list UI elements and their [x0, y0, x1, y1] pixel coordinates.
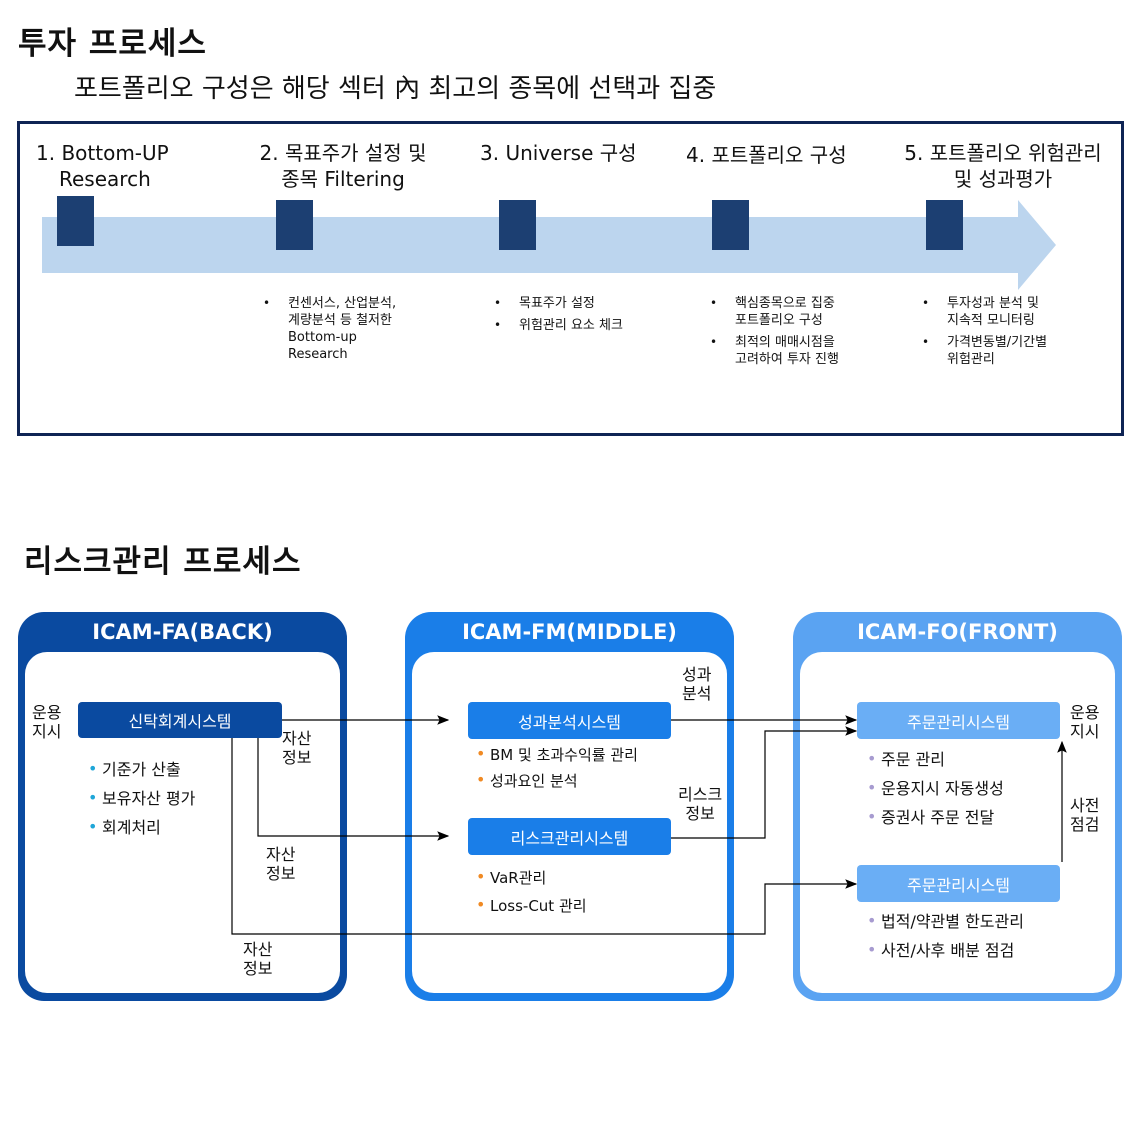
back-panel-title: ICAM-FA(BACK) — [92, 620, 273, 644]
risk-management-system: 리스크관리시스템 — [468, 818, 671, 855]
check-item: 법적/약관별 한도관리 — [867, 906, 1024, 936]
risk-items: VaR관리 Loss-Cut 관리 — [476, 863, 587, 920]
step-4-title: 4. 포트폴리오 구성 — [686, 143, 847, 167]
step-5-marker — [926, 200, 963, 250]
back-items: 기준가 산출 보유자산 평가 회계처리 — [88, 754, 195, 842]
order-items: 주문 관리 운용지시 자동생성 증권사 주문 전달 — [867, 744, 1004, 832]
risk-item: Loss-Cut 관리 — [476, 891, 587, 920]
check-item: 사전/사후 배분 점검 — [867, 935, 1024, 965]
invest-frame — [17, 121, 1124, 436]
step-3-bullet: 목표주가 설정 — [494, 295, 623, 312]
perf-analysis-system: 성과분석시스템 — [468, 702, 671, 739]
risk-item: VaR관리 — [476, 863, 587, 892]
step-5-bullet: 가격변동별/기간별 위험관리 — [922, 334, 1047, 368]
step-1-marker — [57, 196, 94, 246]
invest-subtitle: 포트폴리오 구성은 해당 섹터 內 최고의 종목에 선택과 집중 — [74, 74, 717, 104]
trust-accounting-system: 신탁회계시스템 — [78, 702, 282, 738]
risk-info-label: 리스크 정보 — [678, 785, 723, 823]
asset-info-label-2: 자산 정보 — [266, 845, 296, 883]
order-item: 증권사 주문 전달 — [867, 802, 1004, 832]
perf-analysis-label: 성과 분석 — [682, 665, 712, 703]
step-4-bullet: 핵심종목으로 집중 포트폴리오 구성 — [710, 295, 839, 329]
back-item: 회계처리 — [88, 812, 195, 842]
order-item: 주문 관리 — [867, 744, 1004, 774]
invest-title: 투자 프로세스 — [18, 26, 207, 62]
risk-title: 리스크관리 프로세스 — [24, 544, 302, 580]
step-5-bullets: 투자성과 분석 및 지속적 모니터링 가격변동별/기간별 위험관리 — [922, 295, 1047, 373]
step-1-title: 1. Bottom-UP Research — [36, 141, 169, 191]
perf-items: BM 및 초과수익률 관리 성과요인 분석 — [476, 741, 638, 794]
step-3-bullets: 목표주가 설정 위험관리 요소 체크 — [494, 295, 623, 339]
step-3-title: 3. Universe 구성 — [480, 141, 637, 165]
perf-item: BM 및 초과수익률 관리 — [476, 741, 638, 768]
back-item: 기준가 산출 — [88, 754, 195, 784]
asset-info-label-3: 자산 정보 — [243, 940, 273, 978]
back-order-label: 운용 지시 — [32, 703, 62, 741]
perf-item: 성과요인 분석 — [476, 767, 638, 794]
step-4-bullet: 최적의 매매시점을 고려하여 투자 진행 — [710, 334, 839, 368]
step-3-bullet: 위험관리 요소 체크 — [494, 317, 623, 334]
step-3-marker — [499, 200, 536, 250]
step-4-bullets: 핵심종목으로 집중 포트폴리오 구성 최적의 매매시점을 고려하여 투자 진행 — [710, 295, 839, 373]
step-5-bullet: 투자성과 분석 및 지속적 모니터링 — [922, 295, 1047, 329]
step-2-bullets: 컨센서스, 산업분석, 계량분석 등 철저한 Bottom-up Researc… — [263, 295, 396, 368]
step-5-title: 5. 포트폴리오 위험관리 및 성과평가 — [904, 141, 1102, 191]
back-item: 보유자산 평가 — [88, 783, 195, 813]
step-2-marker — [276, 200, 313, 250]
middle-panel-title: ICAM-FM(MIDDLE) — [462, 620, 677, 644]
step-2-bullet: 컨센서스, 산업분석, 계량분석 등 철저한 Bottom-up Researc… — [263, 295, 396, 363]
order-management-system: 주문관리시스템 — [857, 702, 1060, 739]
order-check-system: 주문관리시스템 — [857, 865, 1060, 902]
order-item: 운용지시 자동생성 — [867, 773, 1004, 803]
check-items: 법적/약관별 한도관리 사전/사후 배분 점검 — [867, 906, 1024, 965]
front-order-label: 운용 지시 — [1070, 703, 1100, 741]
front-panel-title: ICAM-FO(FRONT) — [857, 620, 1058, 644]
step-4-marker — [712, 200, 749, 250]
asset-info-label-1: 자산 정보 — [282, 729, 312, 767]
pre-check-label: 사전 점검 — [1070, 796, 1100, 834]
step-2-title: 2. 목표주가 설정 및 종목 Filtering — [259, 141, 427, 191]
